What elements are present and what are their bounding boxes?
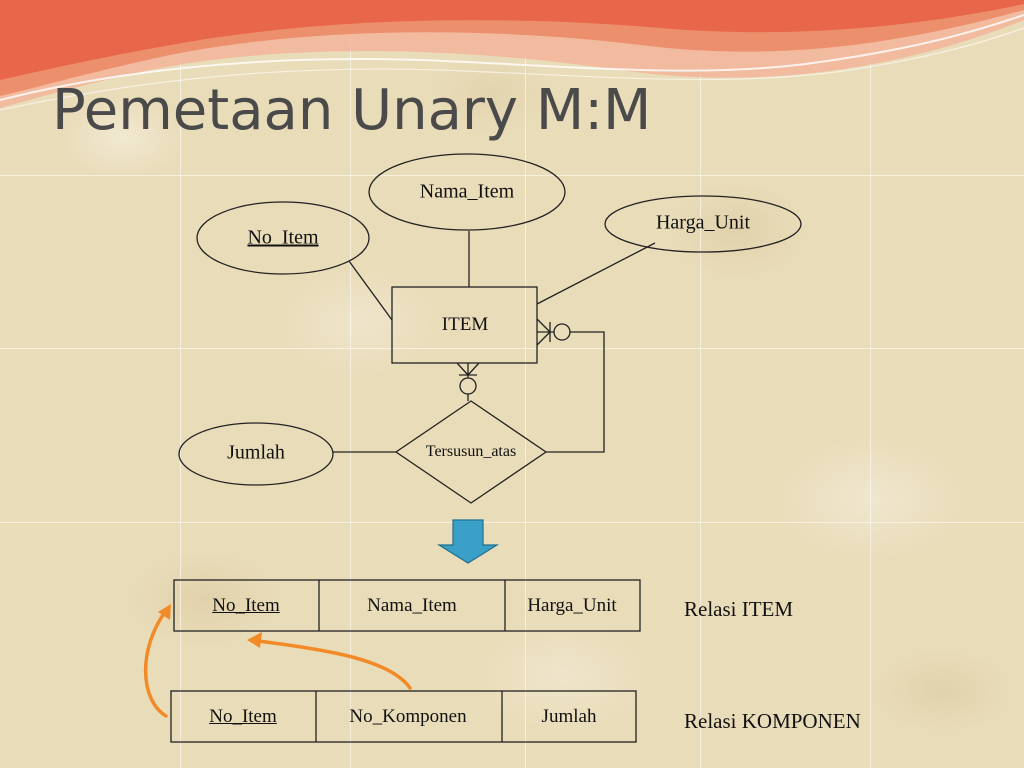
crowfoot-mark	[456, 362, 469, 376]
entity-item-label: ITEM	[441, 314, 489, 335]
attribute-nama-item: Nama_Item	[419, 180, 515, 203]
relation-komponen-col-no-item: No_Item	[209, 706, 277, 727]
fk-arrow-no-komponen	[256, 639, 412, 690]
bg-grid-line	[0, 175, 1024, 176]
relation-komponen-caption: Relasi KOMPONEN	[684, 709, 861, 733]
bg-grid-line	[870, 0, 871, 768]
attribute-no-item-ellipse	[196, 201, 370, 275]
bg-grid-line	[180, 0, 181, 768]
attribute-harga-unit-ellipse	[604, 195, 802, 253]
down-arrow-icon	[436, 519, 500, 564]
relationship-diamond	[394, 400, 548, 504]
connector-line	[348, 260, 393, 321]
relation-item-col-no-item: No_Item	[212, 595, 280, 616]
bg-grid-line	[0, 522, 1024, 523]
relationship-label: Tersusun_atas	[425, 443, 517, 460]
relation-item-caption: Relasi ITEM	[684, 597, 794, 621]
bg-grid-line	[700, 0, 701, 768]
attribute-no-item: No_Item	[247, 226, 319, 249]
fk-arrowhead-icon	[247, 632, 262, 648]
crowfoot-mark	[536, 331, 551, 346]
crowfoot-mark	[536, 318, 551, 333]
relation-komponen-col-jumlah: Jumlah	[541, 706, 597, 727]
entity-item-box	[391, 286, 538, 364]
attribute-harga-unit: Harga_Unit	[655, 211, 751, 234]
optional-circle	[553, 323, 571, 341]
bg-grid-line	[0, 348, 1024, 349]
relation-komponen-col-no-komponen: No_Komponen	[349, 706, 467, 727]
fk-arrowhead-icon	[158, 604, 171, 620]
bg-grid-line	[525, 0, 526, 768]
optional-circle	[459, 377, 477, 395]
bg-grid-line	[350, 0, 351, 768]
attribute-jumlah: Jumlah	[227, 441, 285, 464]
attribute-jumlah-ellipse	[178, 422, 334, 486]
fk-arrow-no-item	[143, 610, 168, 718]
relation-item-col-harga-unit: Harga_Unit	[527, 595, 617, 616]
recursive-loop-line	[537, 331, 605, 453]
crowfoot-mark	[467, 362, 480, 376]
slide-title: Pemetaan Unary M:M	[52, 78, 652, 143]
relation-item-col-nama-item: Nama_Item	[367, 595, 457, 616]
relation-komponen-table	[170, 690, 637, 743]
connector-line	[536, 242, 656, 305]
attribute-nama-item-ellipse	[368, 153, 566, 231]
header-swoosh	[0, 0, 1024, 111]
relation-item-table	[173, 579, 641, 632]
